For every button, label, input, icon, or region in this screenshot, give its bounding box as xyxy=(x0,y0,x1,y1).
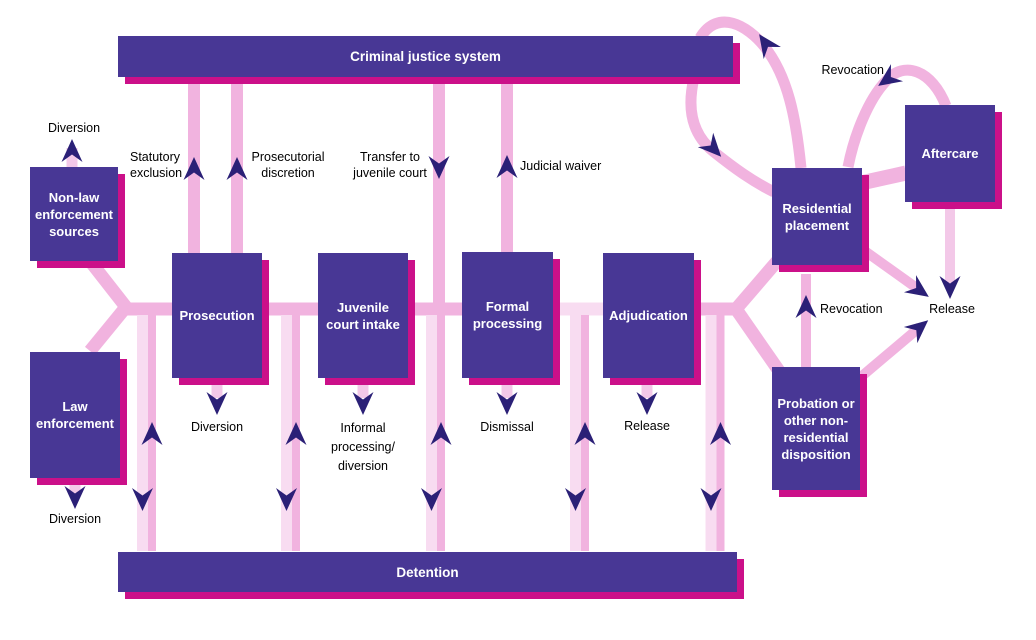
connector-residential-to-release xyxy=(859,244,921,294)
label-prosecutorial-discretion: Prosecutorial discretion xyxy=(251,150,325,180)
label-dismissal: Dismissal xyxy=(480,420,534,434)
connector-nonlaw-to-main xyxy=(84,256,132,312)
arrowhead-band2-up xyxy=(285,422,307,445)
connector-probation-to-release xyxy=(858,323,924,380)
arrowhead-law-diversion-down xyxy=(64,486,86,509)
label-diversion-top: Diversion xyxy=(47,121,101,135)
arrowheads xyxy=(61,34,961,511)
label-release-adjudication: Release xyxy=(624,419,670,433)
arrowhead-cjs-to-residential xyxy=(697,132,722,157)
label-release-right: Release xyxy=(929,302,975,316)
node-residential-placement: Residential placement xyxy=(772,168,862,265)
connector-main-to-probation xyxy=(730,305,785,375)
arrowhead-band3-up xyxy=(430,422,452,445)
arrowhead-band5-down xyxy=(700,488,722,511)
arrowhead-prosecution-diversion-down xyxy=(206,392,228,415)
arrowhead-prosecutorial-up xyxy=(226,157,248,180)
arrowhead-transfer-down xyxy=(428,156,450,179)
arrowhead-residential-release xyxy=(903,275,929,297)
arrowhead-band4-down xyxy=(565,488,586,511)
connector-main-to-residential xyxy=(731,254,784,314)
label-revocation-probation: Revocation xyxy=(820,302,883,316)
node-juvenile-court-intake: Juvenile court intake xyxy=(318,253,408,378)
arrowhead-statutory-up xyxy=(183,157,205,180)
arrowhead-aftercare-release-down xyxy=(939,276,961,299)
arrowhead-band1-up xyxy=(141,422,163,445)
arrowhead-probation-revocation-up xyxy=(795,295,817,318)
label-informal-processing-diversion: Informal processing/ diversion xyxy=(331,421,395,473)
arrowhead-probation-release xyxy=(903,320,929,344)
arrowhead-adjudication-release-down xyxy=(636,392,658,415)
arrowhead-judicial-up xyxy=(496,155,518,178)
node-aftercare: Aftercare xyxy=(905,105,995,202)
label-judicial-waiver: Judicial waiver xyxy=(520,159,602,173)
node-adjudication: Adjudication xyxy=(603,253,694,378)
connector-residential-to-aftercare xyxy=(859,165,908,191)
arrowhead-residential-to-cjs xyxy=(759,34,781,60)
arrowhead-aftercare-revocation xyxy=(878,64,904,86)
arrowhead-band1-down xyxy=(132,488,153,511)
arrowhead-band2-down xyxy=(276,488,297,511)
label-diversion-prosecution: Diversion xyxy=(190,420,244,434)
curve-cjs-to-residential xyxy=(685,76,777,197)
arrowhead-juvenile-informal-down xyxy=(352,392,374,415)
node-law-enforcement: Law enforcement xyxy=(30,352,120,478)
arrowhead-band5-up xyxy=(710,422,731,445)
node-prosecution: Prosecution xyxy=(172,253,262,378)
label-diversion-law-enforcement: Diversion xyxy=(48,512,102,526)
arrowhead-nonlaw-diversion-up xyxy=(61,139,83,162)
node-non-law-enforcement-sources: Non-law enforcement sources xyxy=(30,167,118,261)
node-detention: Detention xyxy=(118,552,737,592)
arrowhead-band3-down xyxy=(421,488,442,511)
node-formal-processing: Formal processing xyxy=(462,252,553,378)
label-statutory-exclusion: Statutory exclusion xyxy=(130,150,183,180)
connector-law-to-main xyxy=(84,302,132,356)
label-revocation-aftercare: Revocation xyxy=(821,63,884,77)
arrowhead-formal-dismissal-down xyxy=(496,392,518,415)
arrowhead-band4-up xyxy=(574,422,596,445)
label-transfer-to-juvenile-court: Transfer to juvenile court xyxy=(353,150,427,180)
node-criminal-justice-system: Criminal justice system xyxy=(118,36,733,77)
node-probation-disposition: Probation or other non- residential disp… xyxy=(772,367,860,490)
